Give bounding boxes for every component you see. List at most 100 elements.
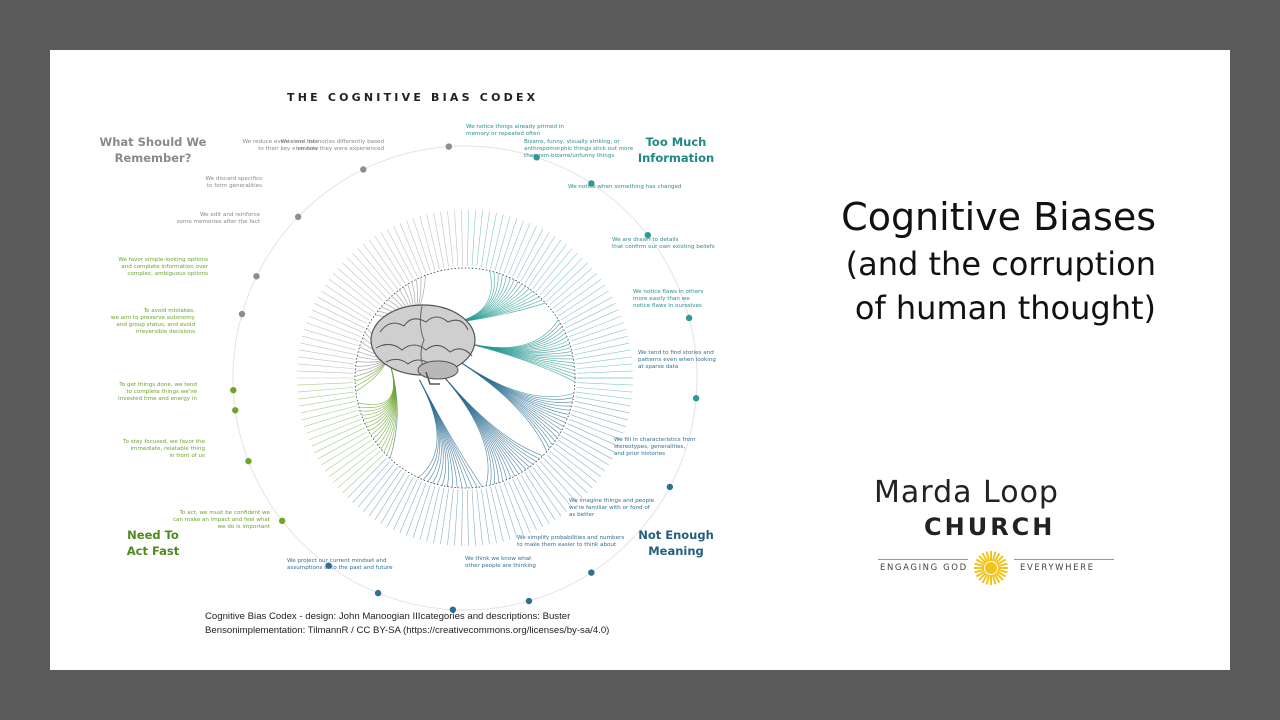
quadrant-too-much-line2: Information <box>638 151 714 165</box>
bias-spoke <box>536 464 573 508</box>
bias-spokes <box>297 210 633 546</box>
bias-spoke <box>558 284 606 317</box>
bias-spoke <box>543 257 583 299</box>
bias-spoke <box>485 487 497 544</box>
bias-spoke <box>447 210 454 267</box>
logo-tagline-left: ENGAGING GOD <box>880 563 968 573</box>
sun-ray <box>975 558 986 566</box>
category-dot <box>360 166 367 173</box>
bias-spoke <box>520 474 550 524</box>
bias-branch <box>419 379 439 480</box>
category-dot <box>533 154 540 161</box>
bias-spoke <box>454 489 459 546</box>
bias-spoke <box>532 467 567 512</box>
bias-spoke <box>471 210 476 267</box>
bias-spoke <box>321 435 370 466</box>
category-dot <box>445 143 453 150</box>
category-dot <box>278 517 286 525</box>
bias-spoke <box>440 488 449 545</box>
cognitive-bias-codex-graphic: THE COGNITIVE BIAS CODEX What Should We … <box>100 91 716 613</box>
bias-spoke <box>574 400 630 414</box>
logo-tagline-right: EVERYWHERE <box>1020 563 1095 573</box>
bias-spoke <box>573 335 628 351</box>
bias-spoke <box>499 484 518 538</box>
bias-spoke <box>546 454 588 494</box>
bias-spoke <box>573 405 628 421</box>
bias-spoke <box>461 489 463 546</box>
bias-spoke <box>549 450 593 489</box>
bias-spoke <box>304 410 358 427</box>
desc-action-2: To avoid mistakes,we aim to preserve aut… <box>111 308 196 335</box>
bias-spoke <box>555 279 602 313</box>
brain-icon <box>370 304 476 385</box>
bias-branch <box>443 376 489 487</box>
bias-spoke <box>304 329 358 346</box>
sun-ray <box>996 558 1007 566</box>
bias-branch <box>463 341 576 383</box>
bias-spoke <box>555 443 602 477</box>
bias-spoke <box>393 479 418 531</box>
bias-spoke <box>570 414 624 434</box>
bias-spoke <box>357 464 394 508</box>
bias-spoke <box>503 482 524 536</box>
slide-title: Cognitive Biases (and the corruption of … <box>810 192 1156 330</box>
sun-ray <box>981 573 989 584</box>
logo-church: CHURCH <box>924 513 1056 541</box>
bias-spoke <box>536 248 573 292</box>
bias-spoke <box>549 267 593 306</box>
bias-spoke <box>426 214 440 270</box>
bias-spoke <box>363 244 398 289</box>
bias-spoke <box>552 447 597 483</box>
bias-branch <box>419 379 447 486</box>
bias-spoke <box>508 223 531 275</box>
bias-spoke <box>333 447 378 483</box>
bias-spoke <box>299 349 355 360</box>
bias-spoke <box>558 439 606 472</box>
bias-branch <box>418 379 438 478</box>
bias-spoke <box>576 356 632 365</box>
bias-spoke <box>412 484 431 538</box>
bias-spoke <box>576 363 633 369</box>
bias-spoke <box>471 489 476 546</box>
bias-spoke <box>297 363 354 369</box>
logo-rule-right <box>1014 559 1114 560</box>
image-credit: Cognitive Bias Codex - design: John Mano… <box>205 611 610 636</box>
bias-spoke <box>300 400 356 414</box>
sun-ray <box>997 568 1008 574</box>
sun-ray <box>997 562 1008 568</box>
bias-spoke <box>333 273 378 309</box>
sun-ray <box>978 572 987 581</box>
bias-spoke <box>440 211 449 268</box>
bias-spoke <box>516 477 544 528</box>
bias-spoke <box>512 225 537 277</box>
bias-branch <box>443 376 537 462</box>
bias-branch <box>443 376 508 480</box>
category-dot <box>294 213 302 221</box>
sun-ray <box>995 572 1004 581</box>
bias-spoke <box>298 391 354 400</box>
bias-spoke <box>461 210 463 267</box>
bias-spoke <box>481 488 490 545</box>
quadrant-meaning-line2: Meaning <box>648 544 704 558</box>
bias-spoke <box>314 427 365 453</box>
bias-spoke <box>499 218 518 272</box>
sun-ray <box>985 551 991 562</box>
sun-ray <box>974 562 985 568</box>
bias-spoke <box>393 225 418 277</box>
category-dot <box>666 483 674 491</box>
category-dots <box>230 143 700 613</box>
sun-icon <box>974 551 1008 585</box>
bias-spoke <box>399 223 422 275</box>
category-dot <box>692 395 700 402</box>
bias-spoke <box>516 228 544 279</box>
bias-spoke <box>576 387 633 393</box>
bias-spoke <box>490 486 504 542</box>
bias-spoke <box>419 216 436 271</box>
bias-spoke <box>532 244 567 289</box>
bias-spoke <box>467 489 469 546</box>
bias-spoke <box>311 423 363 447</box>
